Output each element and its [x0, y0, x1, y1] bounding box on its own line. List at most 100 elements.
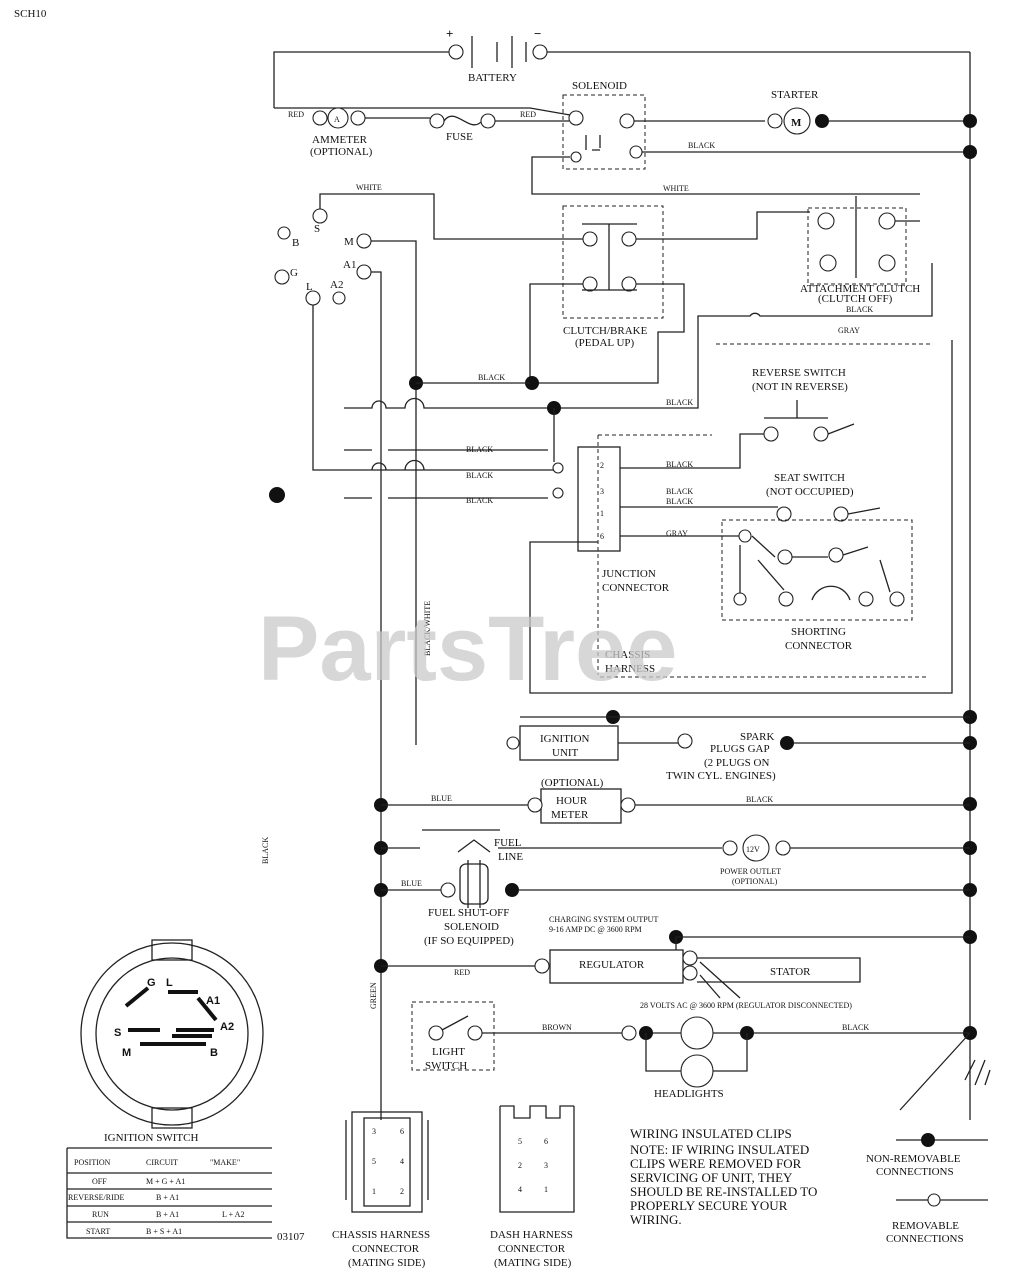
- wire-label-black-left: BLACK: [261, 837, 270, 864]
- solenoid: SOLENOID: [562, 80, 646, 170]
- wire-label-green: GREEN: [369, 982, 378, 1009]
- ammeter-sub: (OPTIONAL): [310, 146, 373, 158]
- shorting-label2: CONNECTOR: [785, 640, 853, 652]
- note-line: NOTE: IF WIRING INSULATED: [630, 1142, 809, 1157]
- table-cell: OFF: [92, 1177, 107, 1186]
- wire-label-red-reg: RED: [454, 968, 470, 977]
- charging-l2: 9-16 AMP DC @ 3600 RPM: [549, 925, 642, 934]
- seat-switch-label: SEAT SWITCH: [774, 472, 845, 484]
- watermark: PartsTree: [258, 598, 677, 700]
- hour-meter-optional: (OPTIONAL): [541, 777, 604, 789]
- chassis-pin: 5: [372, 1157, 376, 1166]
- solenoid-label: SOLENOID: [572, 80, 627, 92]
- wire-label-brown: BROWN: [542, 1023, 572, 1032]
- chassis-pin: 1: [372, 1187, 376, 1196]
- power-outlet-symbol: 12V: [746, 845, 760, 854]
- attachment-clutch-sub: (CLUTCH OFF): [818, 293, 893, 305]
- stator-note: 28 VOLTS AC @ 3600 RPM (REGULATOR DISCON…: [640, 1001, 852, 1010]
- ammeter: RED A AMMETER (OPTIONAL): [288, 107, 373, 158]
- battery: + − BATTERY: [273, 26, 970, 108]
- reverse-switch: REVERSE SWITCH (NOT IN REVERSE): [752, 367, 855, 442]
- light-switch: LIGHT SWITCH: [411, 1001, 495, 1072]
- face-a1: A1: [206, 995, 220, 1007]
- ignition-switch-title: IGNITION SWITCH: [104, 1132, 198, 1144]
- ammeter-label: AMMETER: [312, 134, 368, 146]
- ignition-unit-label2: UNIT: [552, 747, 579, 759]
- fuse: FUSE: [429, 113, 496, 143]
- power-outlet-label: POWER OUTLET: [720, 867, 781, 876]
- table-cell: M + G + A1: [146, 1177, 185, 1186]
- chassis-connector-l3: (MATING SIDE): [348, 1257, 426, 1269]
- legend-removable-2: CONNECTIONS: [886, 1233, 964, 1245]
- ignition-switch-face: G L A1 S A2 M B IGNITION SWITCH: [80, 939, 264, 1144]
- face-l: L: [166, 977, 173, 989]
- charging-l1: CHARGING SYSTEM OUTPUT: [549, 915, 658, 924]
- junction-pin-3: 3: [600, 487, 604, 496]
- table-cell: B + A1: [156, 1210, 179, 1219]
- dash-pin: 6: [544, 1137, 548, 1146]
- ammeter-symbol: A: [334, 115, 340, 124]
- wire-label-black-white: BLACK/WHITE: [423, 601, 432, 656]
- junction-pin-6: 6: [600, 532, 604, 541]
- junction-connector: 2 3 1 6 JUNCTION CONNECTOR CHASSIS HARNE…: [552, 434, 712, 675]
- ignition-unit-label1: IGNITION: [540, 733, 590, 745]
- fuel-line: FUEL LINE: [494, 837, 523, 863]
- clutch-brake-sub: (PEDAL UP): [575, 337, 635, 349]
- dash-connector-l3: (MATING SIDE): [494, 1257, 572, 1269]
- shorting-label1: SHORTING: [791, 626, 846, 638]
- regulator: REGULATOR: [534, 949, 698, 984]
- terminal-a1: A1: [343, 259, 356, 271]
- table-cell: RUN: [92, 1210, 109, 1219]
- wire-label-red2: RED: [520, 110, 536, 119]
- legend-removable-1: REMOVABLE: [892, 1220, 959, 1232]
- note-line: SERVICING OF UNIT, THEY: [630, 1170, 793, 1185]
- stator: STATOR 28 VOLTS AC @ 3600 RPM (REGULATOR…: [640, 957, 861, 1010]
- fuel-solenoid-l2: SOLENOID: [444, 921, 499, 933]
- clutch-brake-label: CLUTCH/BRAKE: [563, 325, 648, 337]
- dash-pin: 4: [518, 1185, 522, 1194]
- seat-switch: SEAT SWITCH (NOT OCCUPIED): [766, 472, 881, 522]
- face-a2: A2: [220, 1021, 234, 1033]
- ignition-switch-terminals: S M B G A1 L A2: [274, 208, 372, 306]
- dash-pin: 2: [518, 1161, 522, 1170]
- hour-meter-l2: METER: [551, 809, 589, 821]
- power-outlet: 12V POWER OUTLET (OPTIONAL): [720, 834, 791, 886]
- table-cell: B + A1: [156, 1193, 179, 1202]
- table-cell: REVERSE/RIDE: [68, 1193, 125, 1202]
- terminal-l: L: [306, 281, 313, 293]
- chassis-harness-connector: 3 6 5 4 1 2 CHASSIS HARNESS CONNECTOR (M…: [332, 1111, 430, 1269]
- terminal-m: M: [344, 236, 354, 248]
- chassis-connector-l1: CHASSIS HARNESS: [332, 1229, 430, 1241]
- chassis-harness-label2: HARNESS: [605, 663, 655, 675]
- terminal-a2: A2: [330, 279, 343, 291]
- junction-label2: CONNECTOR: [602, 582, 670, 594]
- note-line: PROPERLY SECURE YOUR: [630, 1198, 788, 1213]
- reverse-switch-label: REVERSE SWITCH: [752, 367, 846, 379]
- spark-l2: PLUGS GAP: [710, 743, 770, 755]
- seat-switch-sub: (NOT OCCUPIED): [766, 486, 854, 498]
- stator-label: STATOR: [770, 966, 811, 978]
- legend-nonremovable-1: NON-REMOVABLE: [866, 1153, 961, 1165]
- starter-motor-symbol: M: [791, 117, 802, 129]
- wire-label-black-top: BLACK: [688, 141, 715, 150]
- face-s: S: [114, 1027, 121, 1039]
- drawing-number: 03107: [277, 1231, 305, 1243]
- dash-pin: 3: [544, 1161, 548, 1170]
- regulator-label: REGULATOR: [579, 959, 645, 971]
- chassis-pin: 4: [400, 1157, 404, 1166]
- junction-pin-1: 1: [600, 509, 604, 518]
- note-title: WIRING INSULATED CLIPS: [630, 1126, 792, 1141]
- wire-label-black-seat1: BLACK: [666, 487, 693, 496]
- attachment-clutch-label: ATTACHMENT CLUTCH: [800, 283, 920, 295]
- spark-l4: TWIN CYL. ENGINES): [666, 770, 776, 782]
- table-header-make: "MAKE": [210, 1158, 240, 1167]
- fuel-solenoid-l3: (IF SO EQUIPPED): [424, 935, 514, 947]
- ignition-switch-table: POSITION CIRCUIT "MAKE" OFF M + G + A1 R…: [66, 1147, 272, 1239]
- legend-nonremovable-2: CONNECTIONS: [876, 1166, 954, 1178]
- headlights: HEADLIGHTS: [621, 1016, 754, 1100]
- wire-label-black-seat2: BLACK: [666, 497, 693, 506]
- dash-harness-connector: 5 6 2 3 4 1 DASH HARNESS CONNECTOR (MATI…: [490, 1105, 575, 1269]
- note-line: CLIPS WERE REMOVED FOR: [630, 1156, 802, 1171]
- wire-label-gray-p6: GRAY: [666, 529, 688, 538]
- wire-label-black-head: BLACK: [842, 1023, 869, 1032]
